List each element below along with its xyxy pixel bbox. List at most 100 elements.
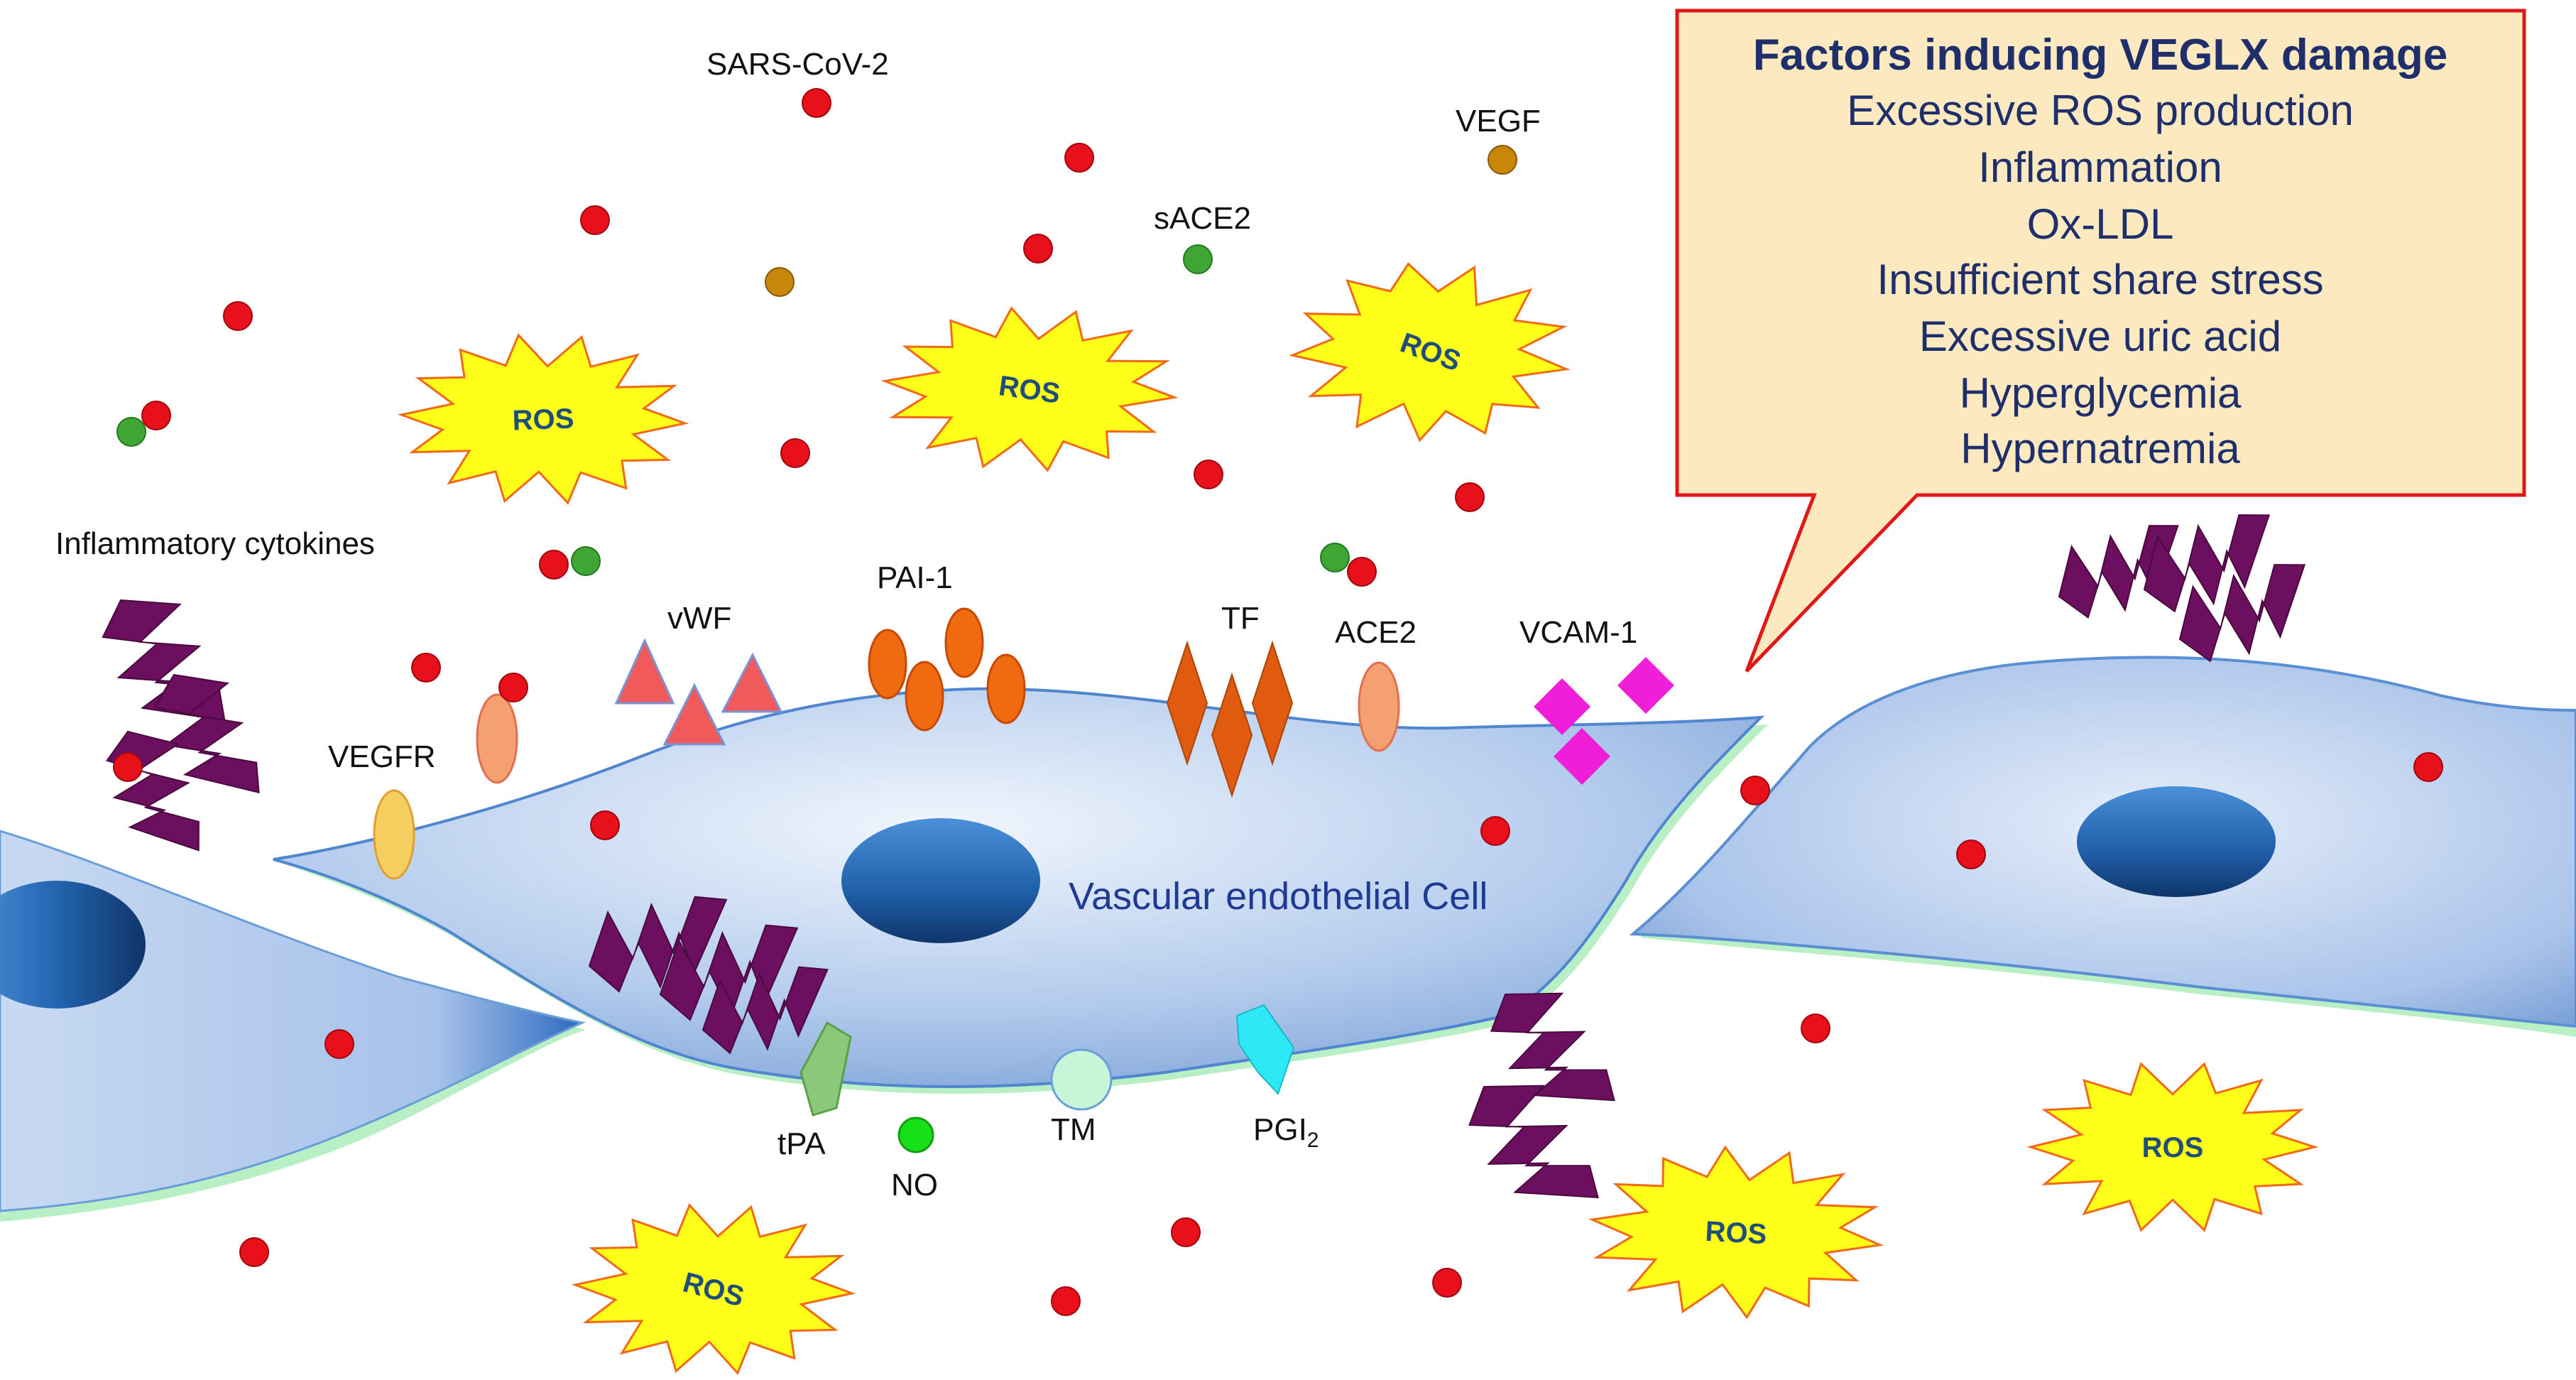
sars-cov-2-particle (1171, 1217, 1201, 1247)
damage-factors-callout: Factors inducing VEGLX damage Excessive … (1675, 9, 2526, 673)
ros-burst: ROS (571, 1203, 856, 1375)
pgi2-label-sub: 2 (1307, 1129, 1319, 1152)
vcam1-diamond (1534, 678, 1590, 735)
cytokine-bolt (588, 896, 728, 993)
tm-molecule (1050, 1048, 1113, 1111)
sars-cov-2-label: SARS-CoV-2 (706, 47, 889, 82)
sars-cov-2-particle (1064, 143, 1094, 173)
callout-item: Ox-LDL (2027, 200, 2174, 248)
sars-cov-2-particle (1801, 1014, 1830, 1043)
ros-layer: ROS ROS ROS ROS ROS ROS (397, 262, 2319, 1375)
sace2-particle (116, 417, 146, 447)
sars-cov-2-particle (1051, 1286, 1081, 1316)
sars-cov-2-particle (1347, 557, 1377, 587)
callout-item: Inflammation (1978, 143, 2222, 191)
sars-cov-2-particle (1432, 1268, 1462, 1298)
ros-burst: ROS (1588, 1145, 1884, 1320)
ros-label: ROS (2142, 1132, 2204, 1163)
ros-burst: ROS (2026, 1062, 2319, 1232)
sars-cov-2-particle (324, 1029, 354, 1059)
ros-label: ROS (1705, 1216, 1768, 1250)
vcam1-diamond (1554, 728, 1610, 785)
cytokine-bolt (2143, 514, 2271, 613)
callout-item: Excessive ROS production (1847, 87, 2354, 134)
ace2-label: ACE2 (1335, 615, 1417, 650)
callout-title: Factors inducing VEGLX damage (1753, 31, 2447, 80)
vegfr-label: VEGFR (328, 739, 436, 774)
sars-cov-2-particle (590, 810, 620, 840)
tf-label: TF (1221, 601, 1260, 636)
vegf-particle (765, 267, 795, 297)
pai1-molecule (905, 661, 944, 732)
sars-cov-2-particle (802, 88, 831, 118)
sars-cov-2-particle (1194, 460, 1223, 489)
callout-item: Hyperglycemia (1960, 369, 2242, 417)
cell-label: Vascular endothelial Cell (1069, 875, 1488, 918)
left-cell-nucleus (0, 881, 146, 1009)
sars-cov-2-particle (113, 752, 143, 782)
sars-cov-2-particle (141, 401, 171, 430)
tf-diamond (1166, 640, 1208, 766)
inflammatory-cytokines-label: Inflammatory cytokines (55, 526, 375, 561)
pai1-label: PAI-1 (877, 560, 953, 595)
sace2-particle (571, 546, 601, 576)
vcam1-diamond (1617, 657, 1674, 714)
tm-label: TM (1051, 1112, 1096, 1147)
sars-cov-2-particle (1740, 776, 1770, 805)
vwf-label: vWF (667, 601, 731, 636)
cytokine-bolt (702, 966, 829, 1055)
cytokine-bolt (2058, 525, 2179, 619)
sars-cov-2-particle (498, 673, 528, 702)
pgi2-label-main: PGI (1253, 1112, 1307, 1147)
right-endothelial-cell (1629, 656, 2576, 1037)
vwf-triangle (662, 683, 726, 746)
cytokine-bolt (659, 924, 799, 1021)
sars-cov-2-particle (780, 438, 810, 468)
sars-cov-2-particle (1956, 840, 1986, 869)
ace2-receptor (1358, 661, 1400, 752)
vegf-label: VEGF (1456, 104, 1541, 138)
callout-item: Hypernatremia (1960, 425, 2240, 472)
no-molecule (897, 1117, 934, 1153)
pai1-molecule (868, 629, 907, 700)
pgi2-label: PGI2 (1253, 1112, 1319, 1152)
pai1-molecule (986, 653, 1026, 724)
vwf-triangle (614, 638, 675, 705)
pgi2-molecule (1235, 1004, 1295, 1095)
tf-diamond (1251, 640, 1294, 766)
left-endothelial-cell (0, 830, 586, 1222)
cytokine-bolt (102, 599, 226, 722)
cytokine-bolt (1468, 1085, 1599, 1199)
cytokine-bolt (2178, 564, 2306, 663)
ros-burst: ROS (880, 306, 1179, 472)
central-endothelial-cell: Vascular endothelial Cell (273, 687, 1768, 1094)
sars-cov-2-particle (2413, 752, 2443, 782)
sace2-label: sACE2 (1154, 201, 1251, 236)
ros-burst: ROS (1289, 262, 1571, 442)
vegf-particle (1488, 145, 1517, 175)
ros-burst: ROS (397, 333, 689, 505)
vegfr-receptor (373, 789, 415, 880)
callout-item: Insufficient share stress (1877, 256, 2323, 303)
ros-label: ROS (512, 403, 574, 437)
sars-cov-2-particle (411, 653, 441, 683)
right-cell-nucleus (2077, 786, 2276, 897)
vegfr-receptor-top (476, 693, 518, 784)
sace2-particle (1183, 244, 1213, 274)
particle-layer (113, 88, 2443, 1316)
central-cell-nucleus (841, 818, 1040, 943)
cytokine-bolt (153, 673, 260, 794)
vcam1-label: VCAM-1 (1519, 615, 1637, 650)
tf-diamond (1211, 672, 1253, 798)
tpa-molecule (799, 1021, 852, 1117)
sars-cov-2-particle (223, 301, 253, 331)
sars-cov-2-particle (239, 1237, 269, 1267)
sars-cov-2-particle (539, 550, 569, 580)
sace2-particle (1320, 543, 1350, 572)
pai1-molecule (944, 607, 984, 678)
sars-cov-2-particle (1455, 482, 1485, 512)
vwf-triangle (721, 652, 783, 713)
sars-cov-2-particle (1480, 816, 1510, 846)
sars-cov-2-particle (580, 205, 610, 235)
